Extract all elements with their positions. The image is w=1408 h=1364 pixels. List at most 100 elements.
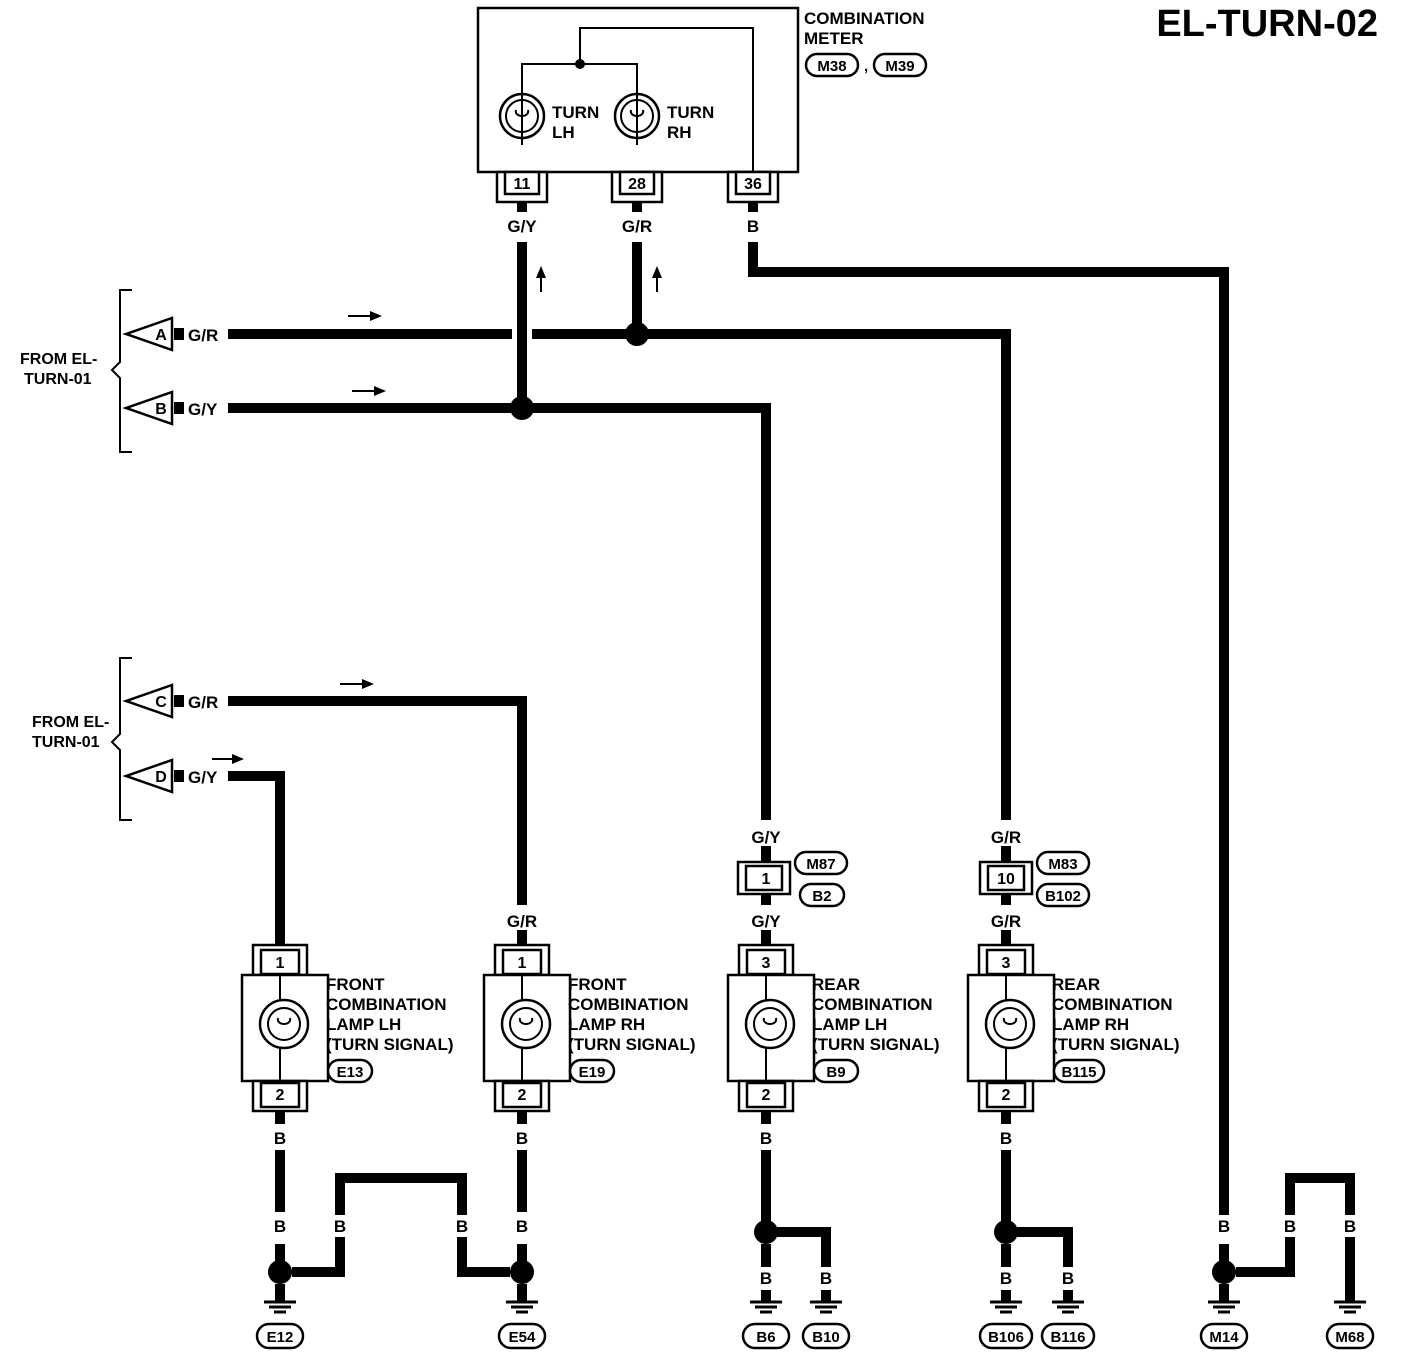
wire-color-b: B [760,1269,772,1288]
lamp-connector-id: B9 [826,1064,845,1081]
svg-text:G/Y: G/Y [188,400,218,419]
ground-icon [1334,1300,1366,1314]
lamp-label-l3: LAMP LH [812,1015,887,1034]
meter-name-1: COMBINATION [804,9,925,28]
wire-gr-c [228,696,527,905]
wire-color-b: B [1000,1269,1012,1288]
wire-color-b: B [516,1129,528,1148]
ground-connector-id: E54 [509,1329,536,1346]
ground-e12: E12 [255,1284,305,1350]
wire-color-b: B [1218,1217,1230,1236]
wire-color-b: B [1062,1269,1074,1288]
wire-color-gr-meter: G/R [622,217,652,236]
wire-gy-d [228,771,285,945]
wire-color-b: B [334,1217,346,1236]
svg-text:G/Y: G/Y [188,768,218,787]
wire-b-meter-ground [748,242,1229,1224]
lamp-label-l1: FRONT [326,975,385,994]
connector-b-label: B [155,401,167,418]
mid-connector-right: G/R 10 M83 B102 G/R [978,828,1091,945]
ground-b106: B106 [978,1290,1034,1350]
ground-connector-id: M68 [1335,1329,1364,1346]
turn-rh-label-1: TURN [667,103,714,122]
lamp-label-l1: REAR [1052,975,1100,994]
ground-icon [1052,1300,1084,1314]
ground-m14: M14 [1199,1284,1249,1350]
ground-wiring [268,1150,1355,1302]
mid-connector-left: G/Y 1 M87 B2 G/Y [736,828,849,945]
lamp-label-l3: LAMP RH [1052,1015,1129,1034]
from-el-turn-01-top: FROM EL- TURN-01 A G/R B G/Y [20,289,218,453]
svg-text:1: 1 [762,871,771,888]
turn-signal-bulb-icon [984,998,1036,1050]
lamp-connector-id: B115 [1061,1064,1096,1081]
ground-m68: M68 [1325,1290,1375,1350]
turn-signal-bulb-icon [744,998,796,1050]
svg-text:11: 11 [514,176,531,193]
ground-connector-id: B106 [988,1329,1024,1346]
svg-text:2: 2 [1002,1087,1011,1104]
meter-pin-28: 28 [610,170,664,204]
ground-connector-id: E12 [267,1329,294,1346]
flow-arrow-icons [212,266,662,764]
turn-signal-bulb-icon [500,998,552,1050]
combination-meter: TURN LH TURN RH COMBINATION METER M38 , … [476,6,928,204]
lamp-label-l2: COMBINATION [326,995,447,1014]
wire-color-gy-meter: G/Y [507,217,537,236]
wire-gy-b [228,242,771,820]
svg-text:G/Y: G/Y [751,828,781,847]
diagram-title: EL-TURN-02 [1156,3,1378,45]
lamp-label-l2: COMBINATION [812,995,933,1014]
svg-text:2: 2 [518,1087,527,1104]
svg-text:B2: B2 [812,888,831,905]
svg-text:28: 28 [628,176,646,193]
wire-color-b-meter: B [747,217,759,236]
ground-icon [810,1300,842,1314]
turn-signal-bulb-icon [258,998,310,1050]
lamp-label-l1: FRONT [568,975,627,994]
svg-text:1: 1 [518,955,527,972]
svg-text:G/R: G/R [188,326,218,345]
turn-rh-bulb-icon [613,92,661,140]
svg-text:G/R: G/R [991,828,1021,847]
ground-connector-id: M14 [1209,1329,1239,1346]
ground-icon [264,1300,296,1314]
meter-pin-36: 36 [726,170,780,204]
wire-color-b: B [1284,1217,1296,1236]
svg-text:2: 2 [762,1087,771,1104]
lamp-label-l4: (TURN SIGNAL) [326,1035,453,1054]
svg-text:TURN-01: TURN-01 [32,734,100,751]
svg-text:10: 10 [997,871,1015,888]
svg-text:TURN-01: TURN-01 [24,371,92,388]
svg-text:B102: B102 [1045,888,1081,905]
svg-text:G/R: G/R [991,912,1021,931]
lamp-connector-id: E13 [337,1064,364,1081]
turn-lh-bulb-icon [498,92,546,140]
wire-color-b: B [456,1217,468,1236]
turn-rh-label-2: RH [667,123,692,142]
lamp-label-l2: COMBINATION [1052,995,1173,1014]
lamp-label-l2: COMBINATION [568,995,689,1014]
wire-color-b: B [274,1217,286,1236]
wire-color-b: B [516,1217,528,1236]
svg-text:M83: M83 [1048,856,1077,873]
svg-text:3: 3 [762,955,771,972]
turn-lh-label-2: LH [552,123,575,142]
svg-text:FROM EL-: FROM EL- [32,714,109,731]
lamp-label-l1: REAR [812,975,860,994]
svg-text:G/Y: G/Y [751,912,781,931]
from-el-turn-01-bottom: FROM EL- TURN-01 C G/R D G/Y [32,657,218,821]
lamp-connector-id: E19 [579,1064,606,1081]
lamp-label-l4: (TURN SIGNAL) [1052,1035,1179,1054]
meter-name-2: METER [804,29,864,48]
svg-text:2: 2 [276,1087,285,1104]
ground-icon [990,1300,1022,1314]
turn-lh-label-1: TURN [552,103,599,122]
wire-gr-a [228,242,1011,820]
ground-connector-id: B116 [1050,1329,1085,1346]
svg-text:3: 3 [1002,955,1011,972]
svg-text:1: 1 [276,955,285,972]
